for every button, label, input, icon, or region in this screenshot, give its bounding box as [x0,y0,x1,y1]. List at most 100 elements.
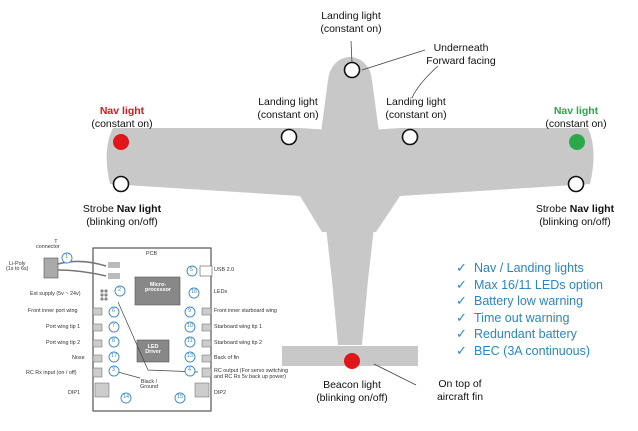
check-icon: ✓ [456,326,467,342]
label-nav-right-line2: (constant on) [545,118,607,131]
pcb-front-inner-port-label: Front inner port wing [28,308,78,314]
pcb-connector-line2: connector [36,244,60,251]
feature-item: ✓BEC (3A continuous) [456,343,603,360]
pcb-rc-output-line1: RC output (For servo switching [214,368,288,374]
light-landing-left [280,128,298,146]
label-beacon: Beacon light (blinking on/off) [306,379,398,405]
label-nav-left-line2: (constant on) [91,118,153,131]
pcb-num-10: 10 [187,323,193,329]
light-nav-right [569,134,585,150]
light-beacon [344,353,360,369]
label-landing-top-line2: (constant on) [320,23,382,36]
right-connectors [194,307,212,398]
feature-text: Time out warning [474,310,570,325]
pcb-num-14: 14 [123,394,129,400]
label-landing-left: Landing light (constant on) [242,96,334,122]
pcb-num-11: 11 [187,338,193,344]
check-icon: ✓ [456,293,467,309]
label-strobe-left-line1: Strobe Nav light [70,203,174,216]
pcb-micro-line1: Micro- [149,282,167,288]
pcb-num-1: 1 [65,254,68,260]
label-landing-right-line1: Landing light [386,96,446,108]
feature-item: ✓ Time out warning [456,310,603,327]
pointer-underneath [361,49,426,71]
pcb-led-driver-line2: Driver [145,349,161,356]
light-landing-right [401,128,419,146]
label-landing-left-line1: Landing light [258,96,318,108]
pcb-num-15: 15 [177,394,183,400]
light-landing-top [343,61,361,79]
label-strobe-right-line1: Strobe Nav light [523,203,627,216]
pcb-black-ground-line1: Black / [140,379,158,385]
pcb-num-6: 6 [112,308,115,314]
label-underneath-line2: Forward facing [426,55,496,68]
label-strobe-left-line2: (blinking on/off) [86,216,158,229]
wire-connector-2 [57,269,107,277]
label-strobe-right-bold: Nav light [569,203,615,215]
pcb-black-ground-label: Black / Ground [140,379,158,391]
check-icon: ✓ [456,260,467,275]
label-fin: On top of aircraft fin [418,378,502,404]
pcb-connector-label: T connector [36,239,60,251]
label-strobe-left-bold: Nav light [116,203,162,215]
pcb-num-17: 17 [111,353,117,359]
label-landing-top-line1: Landing light [321,10,381,22]
pcb-title: PCB [146,251,158,257]
feature-text: Max 16/11 LEDs option [474,277,604,292]
pcb-front-inner-star-label: Front inner starboard wing [214,308,277,314]
check-icon: ✓ [456,309,467,325]
label-strobe-left-prefix: Strobe [82,203,117,215]
ground-line-2 [117,371,141,379]
feature-item: ✓Max 16/11 LEDs option [456,277,603,294]
label-underneath: Underneath Forward facing [415,42,507,68]
pcb-leds-label: LEDs [214,289,228,295]
airplane-silhouette [106,57,594,366]
label-nav-right: Nav light (constant on) [530,105,622,131]
pointer-forward [411,65,439,99]
pcb-num-4: 4 [188,367,191,373]
label-beacon-line1: Beacon light [323,379,381,391]
feature-list: ✓Nav / Landing lights ✓Max 16/11 LEDs op… [456,260,603,360]
pcb-rc-output-line2: and RC Rx 5v back up power) [214,374,286,381]
light-strobe-left [112,175,130,193]
pcb-micro-label: Micro- processor [141,282,175,294]
feature-text: Redundant battery [474,327,577,342]
pcb-num-3: 3 [112,367,115,373]
label-strobe-right-line2: (blinking on/off) [539,216,611,229]
ext-supply-pins [100,289,108,301]
pcb-dip1-label: DIP1 [68,390,80,396]
left-connectors [92,307,110,398]
feature-item: ✓ Battery low warning [456,293,603,310]
pcb-black-ground-line2: Ground [140,384,158,391]
pointer-fin [373,363,417,386]
pcb-led-driver-line1: LED [147,344,159,350]
pcb-rc-rx-label: RC Rx input (on / off) [26,370,77,376]
pcb-num-8: 8 [112,338,115,344]
pointer-landing-top [350,40,353,64]
pcb-connector-line1: T [54,239,58,245]
pcb-led-driver-label: LED Driver [142,344,164,356]
pcb-header-1 [108,262,120,268]
label-underneath-line1: Underneath [433,42,489,54]
ground-line-1 [117,301,199,373]
feature-text: Battery low warning [474,294,584,309]
label-beacon-line2: (blinking on/off) [316,392,388,405]
feature-text: Nav / Landing lights [474,261,584,275]
feature-item: ✓ Redundant battery [456,326,603,343]
pcb-back-fin-label: Back of fin [214,355,240,361]
pcb-port-tip2-label: Port wing tip 2 [46,340,81,346]
pcb-lipo-label: Li-Poly (1s to 6s) [6,261,29,273]
pcb-num-9: 9 [188,308,191,314]
pcb-dip2-label: DIP2 [214,390,226,396]
pointer-lines [350,40,439,386]
led-driver-chip [136,339,170,363]
pcb-rc-output-label: RC output (For servo switching and RC Rx… [214,368,288,380]
check-icon: ✓ [456,342,467,358]
usb-port [199,265,213,277]
label-landing-left-line2: (constant on) [257,109,319,122]
pcb-num-7: 7 [112,323,115,329]
pcb-lipo-line2: (1s to 6s) [6,266,29,273]
label-landing-right-line2: (constant on) [385,109,447,122]
pcb-number-circles [61,252,200,404]
